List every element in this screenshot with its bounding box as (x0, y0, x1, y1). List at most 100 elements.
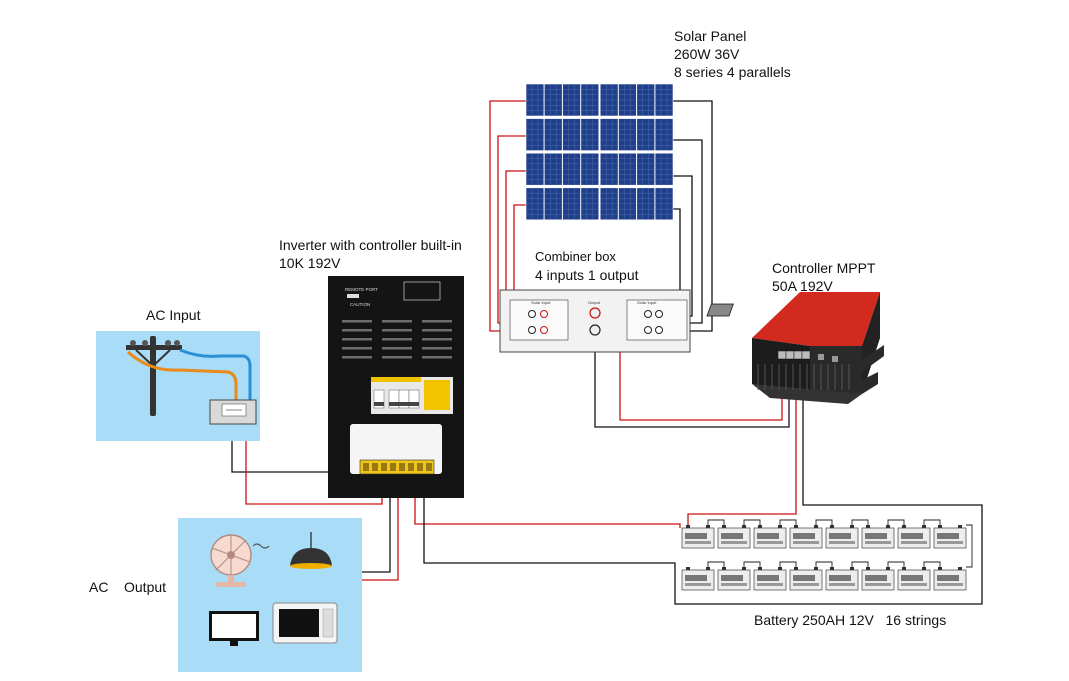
mppt-controller (706, 292, 884, 404)
inverter-breakers (373, 389, 420, 409)
combiner-output-text: Output (588, 300, 601, 305)
controller-rating: 50A 192V (772, 278, 833, 294)
ac-output-label: AC Output (89, 579, 167, 595)
ac-input-panel (96, 331, 260, 441)
solar-module (525, 187, 545, 221)
vent-slot (342, 347, 372, 350)
solar-module (636, 118, 655, 151)
terminal-screw (390, 463, 396, 471)
terminal-screw (363, 463, 369, 471)
inverter-title: Inverter with controller built-in (279, 237, 462, 253)
controller-heat-fins (757, 364, 850, 390)
battery-link (779, 561, 797, 567)
battery-link (743, 519, 761, 525)
solar-module (636, 152, 655, 186)
terminal-screw (381, 463, 387, 471)
solar-module (543, 152, 563, 186)
controller-terminals (777, 350, 838, 362)
battery-link (851, 519, 869, 525)
solar-module (543, 118, 563, 151)
solar-module (599, 118, 619, 151)
vent-slot (382, 329, 412, 332)
battery-unit (825, 567, 859, 591)
inverter-remote-port-text: REMOTE PORT (345, 287, 378, 292)
battery-link (887, 561, 905, 567)
wire-inverter-to-battery-pos (414, 483, 681, 528)
solar-module (525, 118, 545, 151)
battery-string-link (966, 524, 973, 568)
solar-module (636, 83, 655, 117)
utility-pole-icon (126, 336, 182, 416)
wire-controller-to-battery-pos (687, 358, 797, 526)
solar-module (618, 187, 637, 221)
solar-panel-config: 8 series 4 parallels (674, 64, 791, 80)
vent-slot (382, 347, 412, 350)
solar-module (562, 118, 581, 151)
battery-unit (789, 525, 823, 549)
fan-icon (210, 534, 270, 587)
ac-input-wire-blue (179, 348, 252, 400)
vent-slot (342, 356, 372, 359)
solar-module (599, 187, 619, 221)
vent-slot (422, 329, 452, 332)
tv-monitor-icon (209, 611, 259, 646)
inverter-rating: 10K 192V (279, 255, 341, 271)
vent-slot (342, 329, 372, 332)
solar-module (599, 83, 619, 117)
battery-label: Battery 250AH 12V 16 strings (754, 612, 947, 628)
solar-module (525, 83, 545, 117)
inverter-label: Inverter with controller built-in 10K 19… (279, 236, 462, 272)
battery-link (815, 561, 833, 567)
combiner-label: Combiner box 4 inputs 1 output (535, 248, 639, 284)
solar-module (562, 187, 581, 221)
microwave-icon (272, 602, 338, 644)
ac-input-label: AC Input (146, 307, 201, 323)
solar-module (580, 187, 600, 221)
battery-unit (681, 525, 715, 549)
solar-module (636, 187, 655, 221)
battery-link (707, 519, 725, 525)
combiner-box: Solar Input Output Solar Input (499, 289, 691, 353)
vent-slot (382, 320, 412, 323)
battery-unit (897, 567, 931, 591)
solar-module (562, 83, 581, 117)
inverter-unit: REMOTE PORT CAUTION (328, 276, 464, 498)
solar-panel-title: Solar Panel (674, 28, 747, 44)
solar-module (654, 152, 674, 186)
solar-panel-rating: 260W 36V (674, 46, 740, 62)
inverter-vents (342, 320, 452, 359)
battery-link (707, 561, 725, 567)
solar-module (618, 83, 637, 117)
solar-module (543, 83, 563, 117)
battery-link (815, 519, 833, 525)
terminal-screw (426, 463, 432, 471)
electric-meter-icon (209, 399, 257, 425)
solar-module (543, 187, 563, 221)
battery-unit (753, 567, 787, 591)
battery-link (887, 519, 905, 525)
battery-bank (681, 519, 973, 591)
vent-slot (382, 356, 412, 359)
vent-slot (422, 320, 452, 323)
solar-module (580, 83, 600, 117)
terminal-screw (417, 463, 423, 471)
controller-label: Controller MPPT 50A 192V (772, 259, 875, 295)
battery-link (743, 561, 761, 567)
ac-output-panel (178, 518, 362, 672)
vent-slot (342, 338, 372, 341)
solar-module (618, 152, 637, 186)
battery-unit (933, 525, 967, 549)
solar-module (599, 152, 619, 186)
vent-slot (422, 347, 452, 350)
solar-module (654, 118, 674, 151)
combiner-title: Combiner box (535, 249, 616, 264)
solar-module (580, 152, 600, 186)
pendant-lamp-icon (290, 532, 332, 569)
controller-title: Controller MPPT (772, 260, 876, 276)
solar-module (525, 152, 545, 186)
vent-slot (342, 320, 372, 323)
wire-inverter-to-battery-neg (423, 483, 676, 578)
wire-solar-row4-neg (670, 208, 681, 310)
inverter-caution-text: CAUTION (350, 302, 370, 307)
